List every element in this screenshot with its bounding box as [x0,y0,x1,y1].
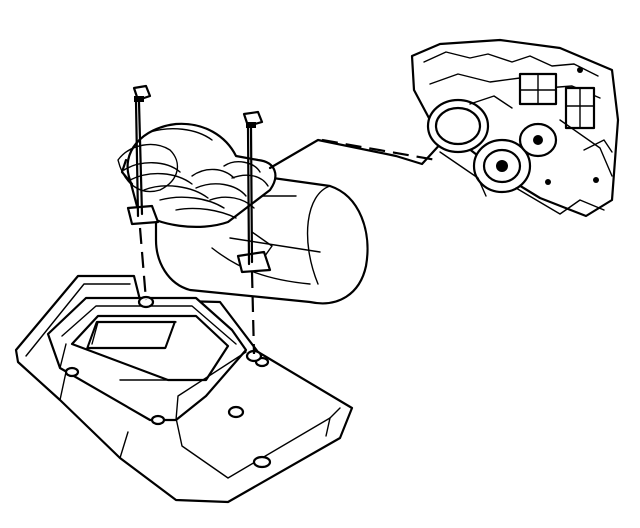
detail-leader-line [268,138,446,170]
mounting-flanges [126,204,272,274]
bracket-cover [46,296,248,422]
engine-detail-view [410,38,620,218]
fastener-left [132,84,152,218]
fastener-right [242,110,264,266]
alignment-lines [138,227,256,355]
bellows-hose [117,122,277,228]
bracket-holes [64,295,272,469]
